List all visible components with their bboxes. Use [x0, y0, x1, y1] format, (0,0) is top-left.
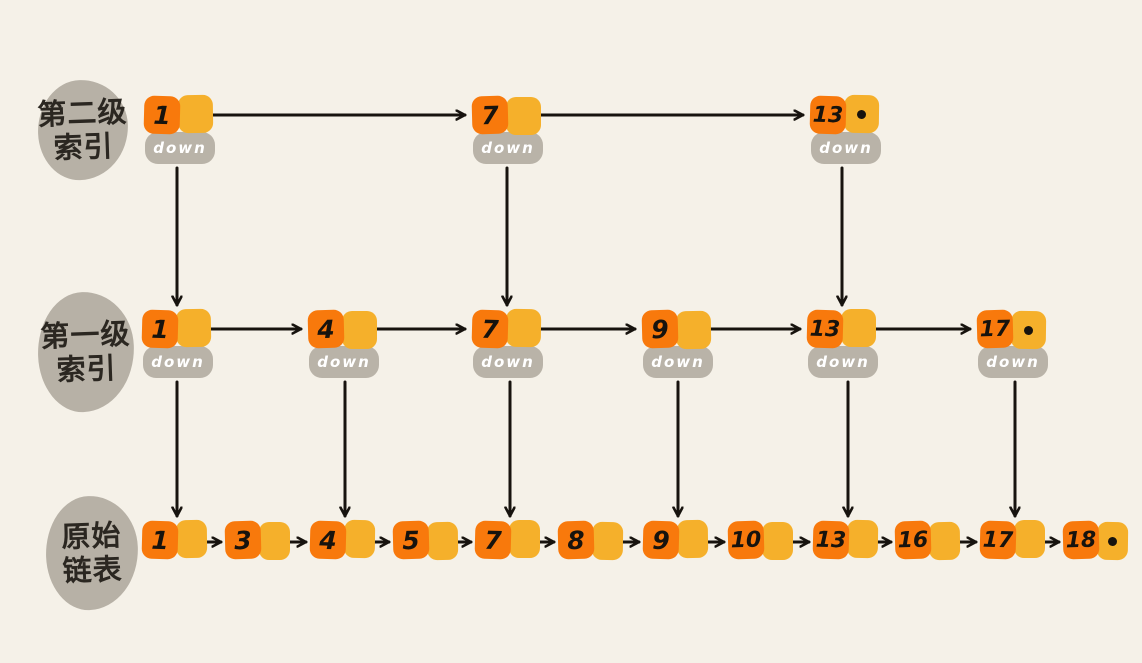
- node-value: 17: [982, 527, 1014, 553]
- down-pill: down: [473, 132, 543, 164]
- node-value: 18: [1065, 527, 1097, 553]
- level-label-line: 原始: [60, 517, 122, 554]
- node-pointer-cell: [762, 522, 793, 560]
- node-value-cell: 13: [809, 95, 847, 135]
- node-pointer-cell: [342, 311, 377, 349]
- level-label-line: 索引: [56, 350, 118, 388]
- node-value-cell: 13: [812, 520, 850, 560]
- node-value-cell: 9: [642, 520, 680, 560]
- node-value-cell: 1: [143, 95, 181, 135]
- level-label-line: 链表: [62, 551, 124, 589]
- node-pointer-cell: [591, 521, 624, 561]
- node-value-cell: 4: [307, 309, 345, 349]
- level-label-line: 第二级: [36, 94, 128, 132]
- node-value-cell: 7: [471, 309, 509, 349]
- node-value: 7: [480, 314, 500, 344]
- down-pill: down: [808, 346, 878, 378]
- down-pill: down: [473, 346, 543, 378]
- node-value-cell: 17: [976, 309, 1014, 349]
- node-value: 4: [318, 525, 338, 555]
- null-pointer-dot: [856, 109, 867, 119]
- node-value-cell: 18: [1062, 520, 1100, 560]
- node-value: 7: [483, 525, 503, 555]
- node-pointer-cell: [846, 519, 879, 559]
- node-value: 10: [730, 527, 762, 553]
- level-label-second-level-index: 第二级索引: [36, 78, 130, 182]
- level-label-line: 索引: [53, 128, 115, 166]
- node-pointer-cell: [343, 519, 376, 559]
- node-value-cell: 8: [557, 520, 595, 560]
- down-pill: down: [309, 346, 379, 378]
- node-value-cell: 3: [224, 520, 262, 560]
- node-value: 5: [401, 525, 421, 555]
- down-pill: down: [978, 346, 1048, 378]
- node-value: 13: [815, 527, 847, 553]
- node-value: 17: [979, 316, 1011, 342]
- node-value: 1: [152, 100, 172, 130]
- node-value: 8: [566, 525, 586, 555]
- node-pointer-cell: [426, 521, 459, 561]
- node-value-cell: 4: [309, 520, 347, 560]
- node-value: 1: [150, 525, 170, 555]
- level-label-first-level-index: 第一级索引: [35, 290, 137, 414]
- node-pointer-cell: [175, 519, 208, 559]
- down-pill: down: [145, 132, 215, 164]
- node-value-cell: 7: [471, 95, 509, 135]
- node-pointer-cell: [175, 308, 212, 348]
- node-value-cell: 1: [141, 309, 179, 349]
- null-pointer-dot: [1107, 536, 1118, 546]
- node-pointer-cell: [505, 308, 542, 348]
- node-pointer-cell: [506, 97, 541, 135]
- null-pointer-dot: [1023, 325, 1034, 335]
- node-pointer-cell: [259, 522, 290, 560]
- node-value: 13: [812, 102, 844, 128]
- node-pointer-cell: [509, 520, 540, 558]
- node-value-cell: 5: [392, 520, 430, 560]
- down-pill: down: [811, 132, 881, 164]
- node-value-cell: 13: [806, 309, 844, 349]
- node-value-cell: 7: [474, 520, 512, 560]
- node-value: 4: [316, 314, 336, 344]
- node-pointer-cell: [928, 521, 961, 561]
- node-value-cell: 1: [141, 520, 179, 560]
- down-pill: down: [143, 346, 213, 378]
- down-pill: down: [643, 346, 713, 378]
- node-pointer-cell: [843, 94, 880, 134]
- node-pointer-cell: [177, 94, 214, 134]
- level-label-line: 第一级: [39, 316, 131, 354]
- node-value: 7: [480, 100, 500, 130]
- node-value: 1: [150, 314, 170, 344]
- node-value-cell: 16: [894, 520, 932, 560]
- node-pointer-cell: [841, 309, 876, 347]
- level-label-original-linked-list: 原始链表: [44, 494, 140, 612]
- node-pointer-cell: [1014, 520, 1045, 558]
- node-pointer-cell: [1010, 310, 1047, 350]
- node-value: 16: [897, 527, 929, 553]
- node-value-cell: 9: [641, 309, 679, 349]
- node-value: 13: [809, 316, 841, 342]
- node-value-cell: 17: [979, 520, 1017, 560]
- node-value: 9: [650, 314, 670, 344]
- node-pointer-cell: [676, 519, 709, 559]
- node-pointer-cell: [1096, 521, 1129, 561]
- node-pointer-cell: [675, 310, 712, 350]
- node-value: 9: [651, 525, 671, 555]
- node-value: 3: [233, 525, 253, 555]
- node-value-cell: 10: [727, 520, 765, 560]
